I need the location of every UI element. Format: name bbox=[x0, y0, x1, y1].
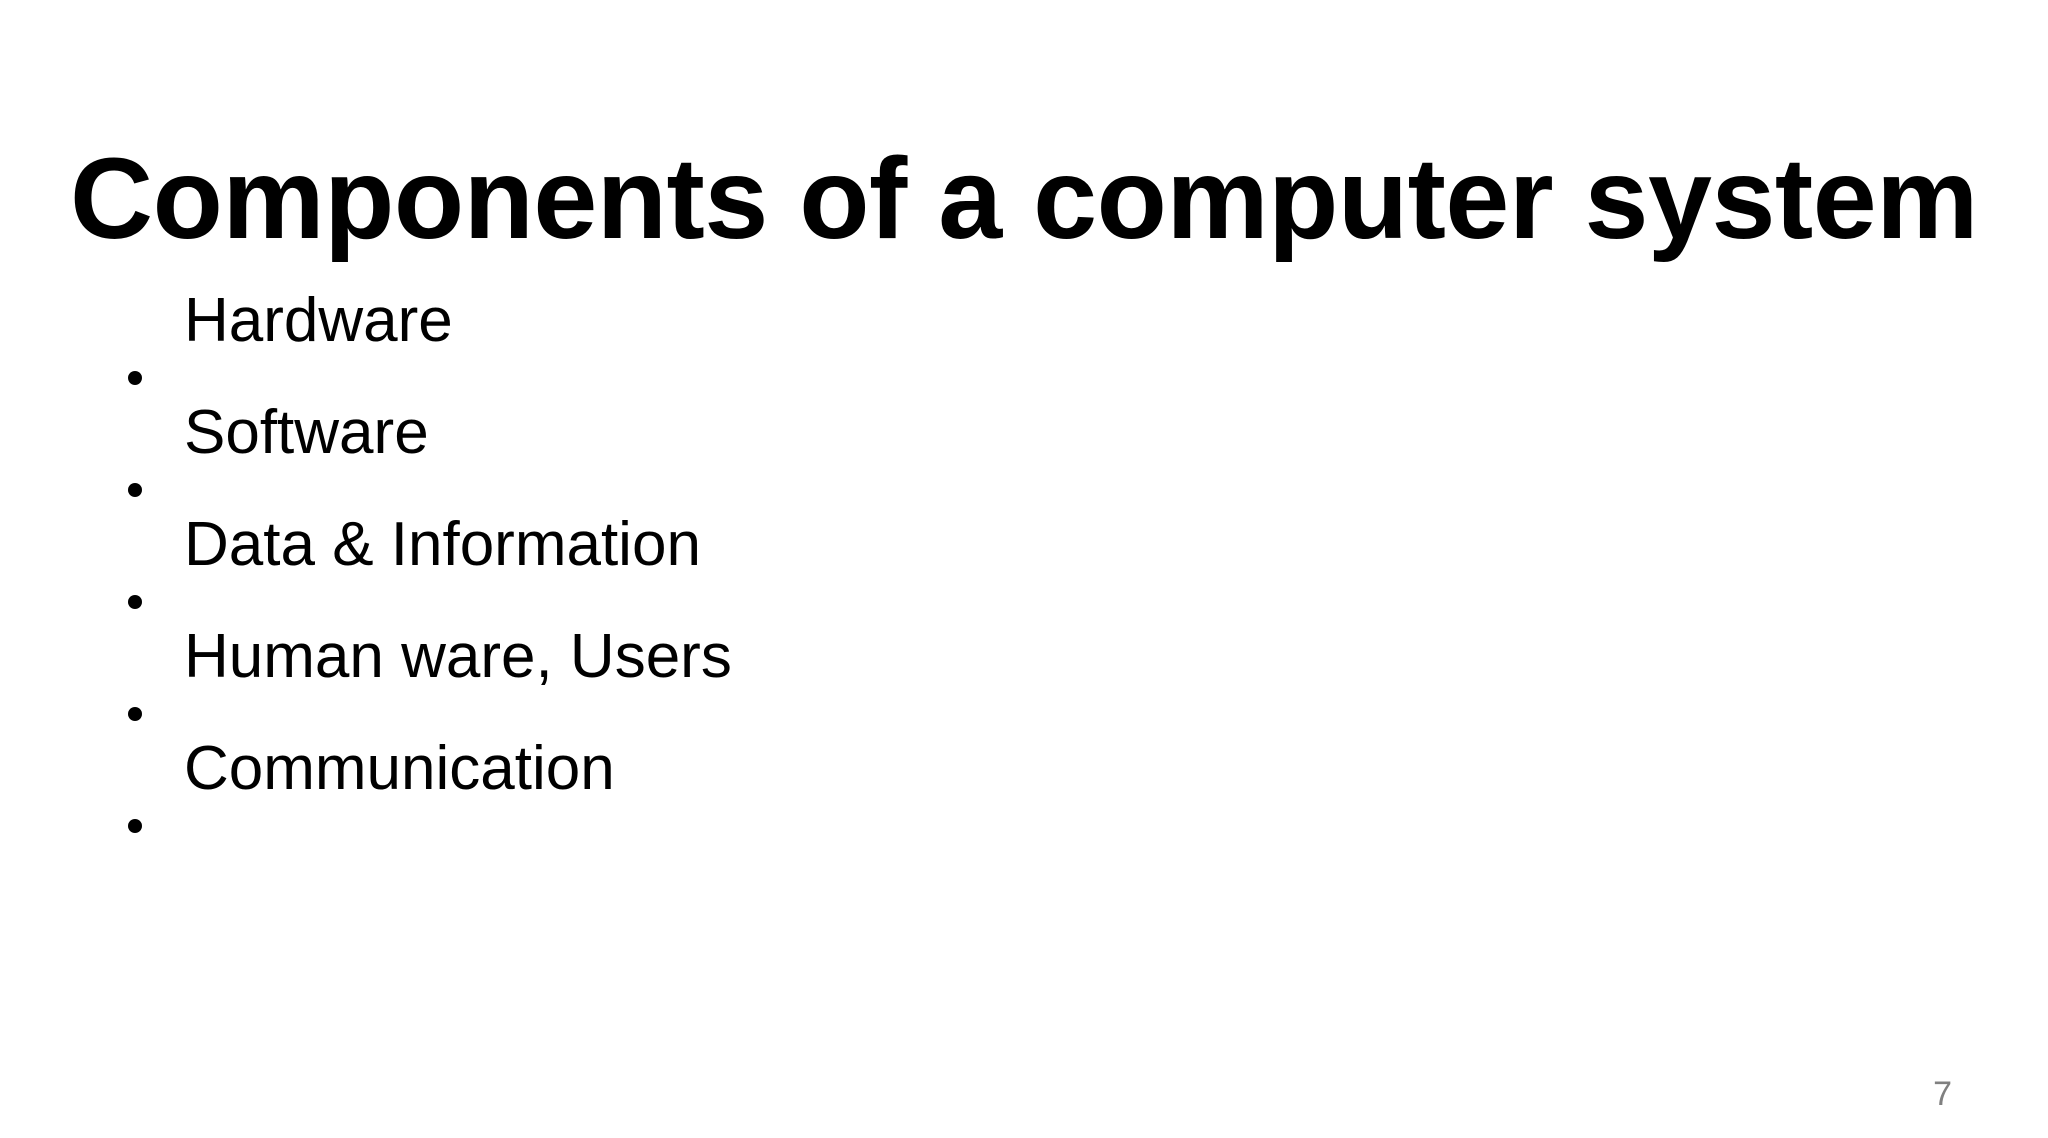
page-number: 7 bbox=[1933, 1075, 1952, 1113]
list-item-label: Data & Information bbox=[184, 510, 701, 579]
list-item-label: Communication bbox=[184, 734, 615, 803]
list-item[interactable]: Human ware, Users bbox=[120, 618, 1820, 730]
list-item[interactable]: Data & Information bbox=[120, 506, 1820, 618]
list-item[interactable]: Communication bbox=[120, 730, 1820, 842]
list-item[interactable]: Hardware bbox=[120, 282, 1820, 394]
list-item[interactable]: Software bbox=[120, 394, 1820, 506]
list-item-label: Human ware, Users bbox=[184, 622, 732, 691]
slide-title: Components of a computer system bbox=[70, 135, 1978, 264]
bullet-list: Hardware Software Data & Information Hum… bbox=[120, 282, 1820, 842]
list-item-label: Hardware bbox=[184, 286, 453, 355]
list-item-label: Software bbox=[184, 398, 429, 467]
